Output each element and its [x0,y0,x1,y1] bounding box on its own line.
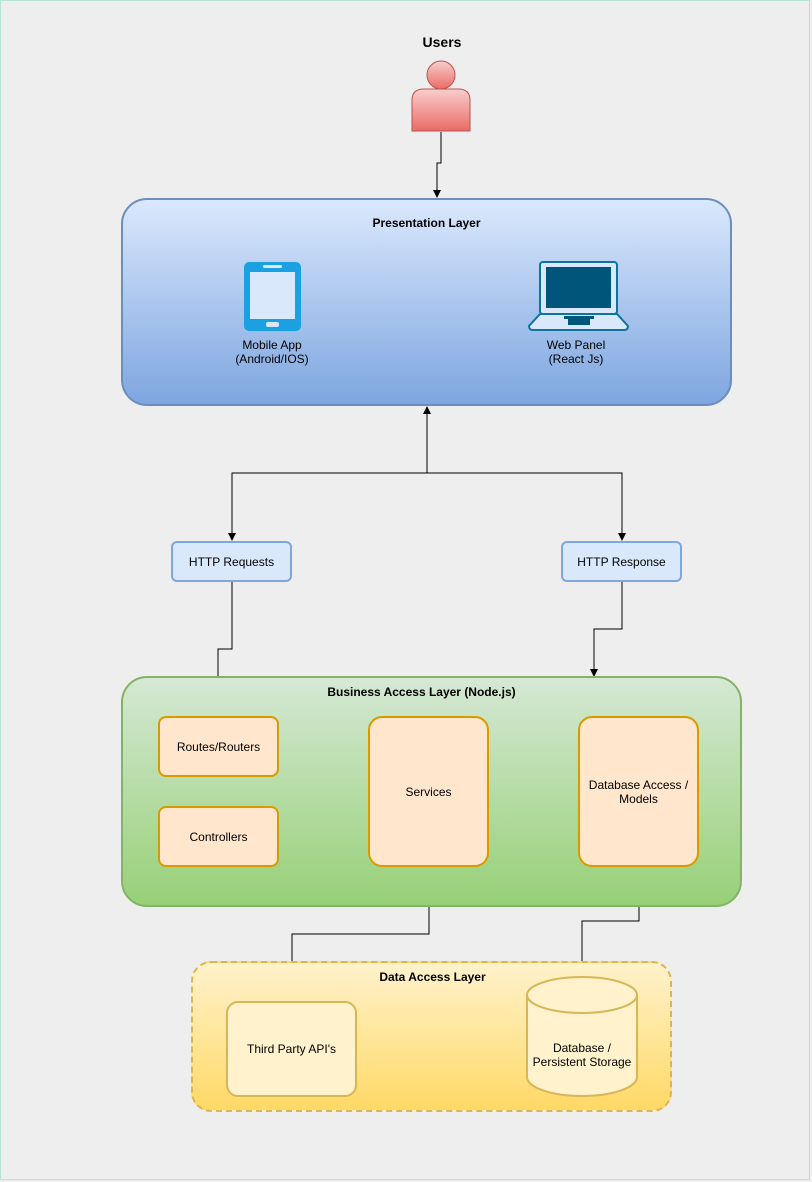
edge-response-to-business [590,582,623,677]
http-requests-label: HTTP Requests [188,554,275,569]
mobile-app-name: Mobile App [242,338,302,352]
database-access-models-label: Models [619,791,658,806]
http-requests-box: HTTP Requests [171,541,292,582]
database-name: Database / [552,1041,612,1055]
services-box: Services [368,716,489,867]
controllers-box: Controllers [158,806,279,867]
http-response-box: HTTP Response [561,541,682,582]
web-panel-name: Web Panel [546,338,606,352]
database-cylinder-icon [526,976,638,1097]
tablet-icon [244,262,301,331]
database-access-label: Database Access / [588,777,689,792]
third-party-api-box: Third Party API's [226,1001,357,1097]
user-icon [411,60,471,132]
services-label: Services [405,784,452,799]
database-access-box: Database Access / Models [578,716,699,867]
http-response-label: HTTP Response [577,554,666,569]
database-storage: Persistent Storage [532,1055,632,1069]
data-access-layer-title: Data Access Layer [379,970,486,984]
routes-box: Routes/Routers [158,716,279,777]
web-panel-framework: (React Js) [548,352,604,366]
presentation-layer-title: Presentation Layer [372,216,481,230]
third-party-api-label: Third Party API's [247,1042,336,1056]
routes-label: Routes/Routers [176,739,261,754]
web-panel-label: Web Panel (React Js) [516,338,636,366]
database-label: Database / Persistent Storage [522,1041,642,1069]
users-label: Users [422,34,462,50]
mobile-app-platform: (Android/IOS) [235,352,309,366]
controllers-label: Controllers [189,829,248,844]
edge-to-http-requests [228,472,427,541]
edge-to-http-response [427,472,626,541]
presentation-layer: Presentation Layer [121,198,732,406]
laptop-icon [528,261,630,331]
mobile-app-label: Mobile App (Android/IOS) [212,338,332,366]
edge-users-to-presentation [433,132,442,198]
business-layer-title: Business Access Layer (Node.js) [327,685,516,699]
